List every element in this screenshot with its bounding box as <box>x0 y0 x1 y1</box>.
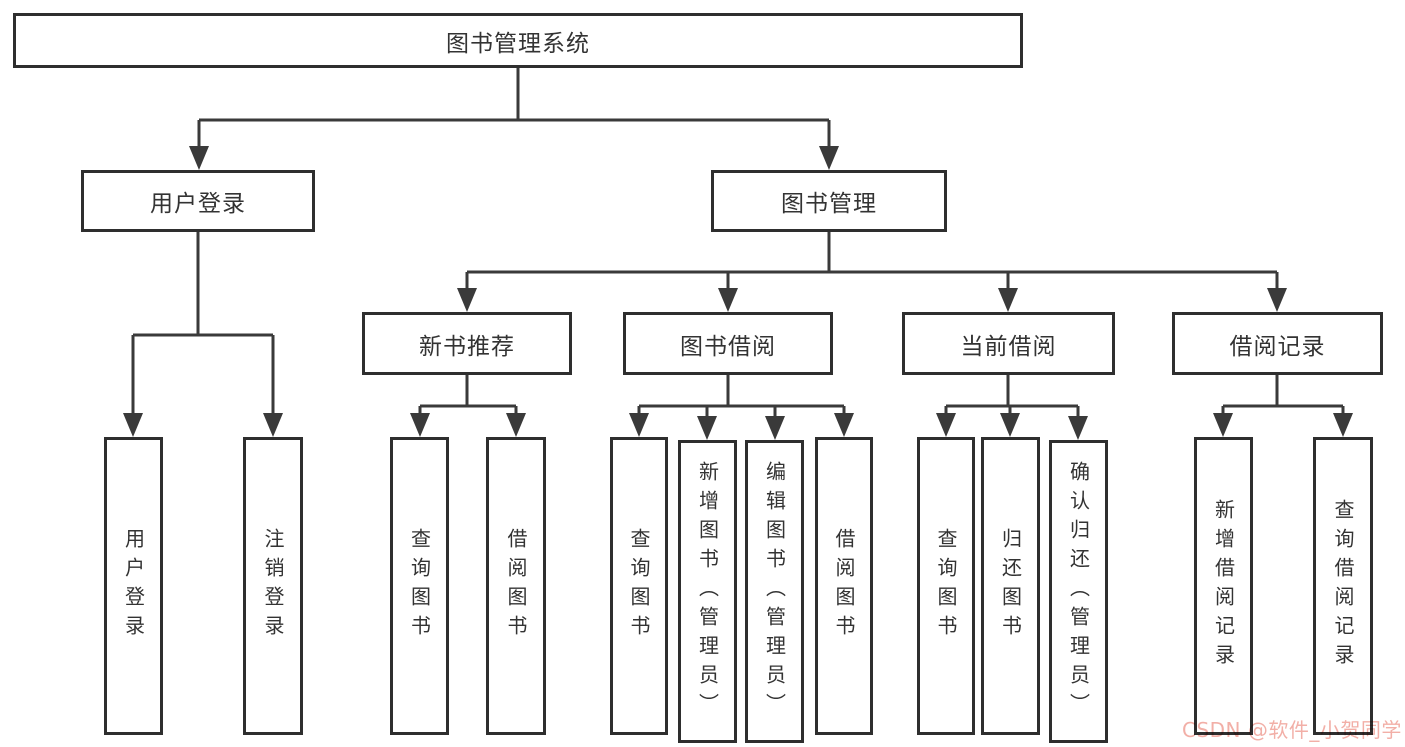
node-label: 查询图书 <box>627 528 651 644</box>
connector-userlogin-to-children <box>131 232 275 417</box>
node-label: 用户登录 <box>150 191 246 217</box>
node-label: 借阅图书 <box>832 528 856 644</box>
watermark: CSDN @软件_小贺同学 <box>1182 718 1402 742</box>
node-borrowing-edit-books-admin: 编辑图书（管理员） <box>745 440 804 743</box>
arrow-down-icon <box>1333 413 1353 437</box>
node-current-borrowing: 当前借阅 <box>902 312 1115 375</box>
connector-currentborrow-to-children <box>944 375 1080 420</box>
connector-bookborrow-to-children <box>637 375 846 420</box>
arrow-down-icon <box>765 416 785 440</box>
node-label: 归还图书 <box>998 528 1023 644</box>
arrow-down-icon <box>189 146 209 170</box>
node-newbook-borrow-books: 借阅图书 <box>486 437 546 735</box>
connector-bookmgmt-to-level3 <box>465 232 1279 292</box>
connector-records-to-children <box>1221 375 1345 417</box>
node-label: 当前借阅 <box>960 333 1057 360</box>
node-user-login-action: 用户登录 <box>104 437 163 735</box>
node-label: 新增图书（管理员） <box>695 461 720 722</box>
node-records-query-record: 查询借阅记录 <box>1313 437 1373 735</box>
arrowheads <box>123 146 1353 440</box>
node-label: 图书借阅 <box>680 333 776 360</box>
arrow-down-icon <box>629 413 649 437</box>
arrow-down-icon <box>1000 413 1020 437</box>
node-label: 编辑图书（管理员） <box>762 461 787 722</box>
node-label: 图书管理 <box>781 191 877 217</box>
node-label: 用户登录 <box>121 528 146 644</box>
node-label: 确认归还（管理员） <box>1066 461 1091 722</box>
arrow-down-icon <box>506 413 526 437</box>
arrow-down-icon <box>718 288 738 312</box>
node-borrowing-query-books: 查询图书 <box>610 437 668 735</box>
arrow-down-icon <box>697 416 717 440</box>
node-records-add-record: 新增借阅记录 <box>1194 437 1253 735</box>
node-logout-action: 注销登录 <box>243 437 303 735</box>
node-label: 查询图书 <box>934 528 958 644</box>
node-user-login-module: 用户登录 <box>81 170 315 232</box>
arrow-down-icon <box>1213 413 1233 437</box>
arrow-down-icon <box>936 413 956 437</box>
node-new-book-recommend: 新书推荐 <box>362 312 572 375</box>
arrow-down-icon <box>819 146 839 170</box>
arrow-down-icon <box>410 413 430 437</box>
node-borrowing-add-books-admin: 新增图书（管理员） <box>678 440 737 743</box>
connector-root-to-level2 <box>197 68 831 150</box>
node-label: 新增借阅记录 <box>1211 499 1236 673</box>
arrow-down-icon <box>1267 288 1287 312</box>
node-label: 图书管理系统 <box>446 30 590 57</box>
node-borrowing-records: 借阅记录 <box>1172 312 1383 375</box>
arrow-down-icon <box>998 288 1018 312</box>
node-label: 借阅图书 <box>504 528 528 644</box>
node-book-borrowing: 图书借阅 <box>623 312 833 375</box>
arrow-down-icon <box>123 413 143 437</box>
node-root-system: 图书管理系统 <box>13 13 1023 68</box>
node-label: 查询借阅记录 <box>1331 499 1355 673</box>
node-label: 借阅记录 <box>1229 333 1326 360</box>
arrow-down-icon <box>457 288 477 312</box>
arrow-down-icon <box>263 413 283 437</box>
arrow-down-icon <box>1068 416 1088 440</box>
node-current-query-books: 查询图书 <box>917 437 975 735</box>
node-current-confirm-return-admin: 确认归还（管理员） <box>1049 440 1108 743</box>
arrow-down-icon <box>834 413 854 437</box>
connector-newbook-to-children <box>418 375 518 417</box>
node-current-return-books: 归还图书 <box>981 437 1040 735</box>
node-label: 新书推荐 <box>419 333 515 360</box>
node-label: 注销登录 <box>261 528 285 644</box>
node-borrowing-borrow-books: 借阅图书 <box>815 437 873 735</box>
node-book-management-module: 图书管理 <box>711 170 947 232</box>
node-newbook-query-books: 查询图书 <box>390 437 449 735</box>
node-label: 查询图书 <box>407 528 432 644</box>
